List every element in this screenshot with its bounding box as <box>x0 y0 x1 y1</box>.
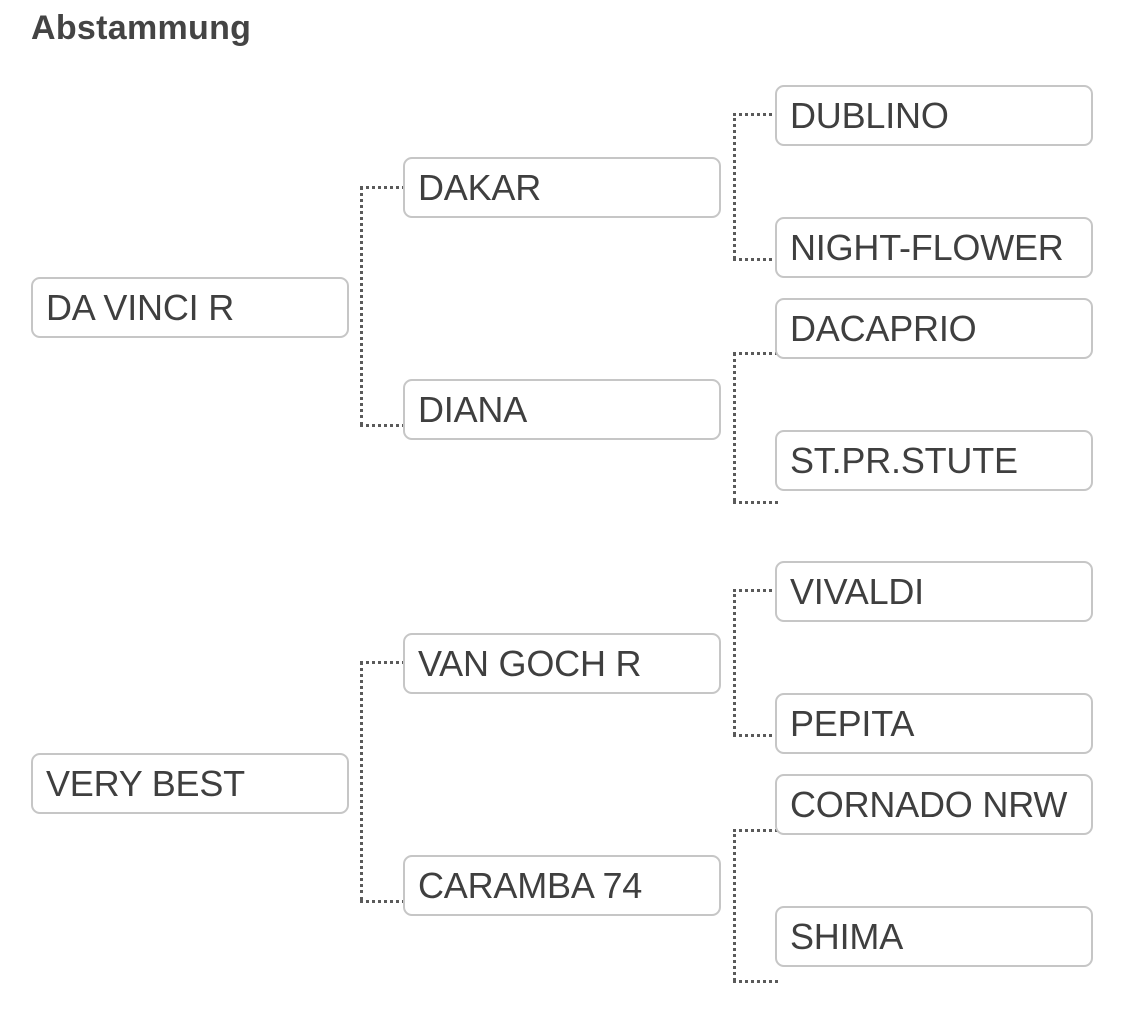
connector-spine-van-goch-r <box>733 589 736 735</box>
connector-stub-dacaprio <box>733 352 778 355</box>
connector-stub-stprstute <box>733 501 778 504</box>
connector-stub-van-goch-r <box>360 661 405 664</box>
node-caramba-74[interactable]: CARAMBA 74 <box>403 855 721 916</box>
node-label: VERY BEST <box>46 762 245 804</box>
node-label: VIVALDI <box>790 570 924 612</box>
connector-stub-cornado-nrw <box>733 829 778 832</box>
node-pepita[interactable]: PEPITA <box>775 693 1093 754</box>
connector-spine-caramba-74 <box>733 829 736 981</box>
node-davinci-r[interactable]: DA VINCI R <box>31 277 349 338</box>
connector-stub-pepita <box>733 734 778 737</box>
node-label: SHIMA <box>790 915 904 957</box>
node-dakar[interactable]: DAKAR <box>403 157 721 218</box>
node-night-flower[interactable]: NIGHT-FLOWER <box>775 217 1093 278</box>
node-very-best[interactable]: VERY BEST <box>31 753 349 814</box>
connector-stub-shima <box>733 980 778 983</box>
node-label: CORNADO NRW <box>790 783 1068 825</box>
connector-spine-dakar <box>733 113 736 259</box>
connector-stub-dublino <box>733 113 778 116</box>
node-vivaldi[interactable]: VIVALDI <box>775 561 1093 622</box>
node-label: PEPITA <box>790 702 915 744</box>
node-label: DA VINCI R <box>46 286 235 328</box>
connector-spine-davinci <box>360 186 363 426</box>
node-dublino[interactable]: DUBLINO <box>775 85 1093 146</box>
node-label: DAKAR <box>418 166 542 208</box>
connector-stub-caramba-74 <box>360 900 405 903</box>
node-label: VAN GOCH R <box>418 642 642 684</box>
node-label: DACAPRIO <box>790 307 977 349</box>
node-dacaprio[interactable]: DACAPRIO <box>775 298 1093 359</box>
node-cornado-nrw[interactable]: CORNADO NRW <box>775 774 1093 835</box>
node-label: CARAMBA 74 <box>418 864 643 906</box>
connector-stub-dakar <box>360 186 405 189</box>
connector-spine-verybest <box>360 661 363 901</box>
node-label: NIGHT-FLOWER <box>790 226 1064 268</box>
node-stprstute[interactable]: ST.PR.STUTE <box>775 430 1093 491</box>
node-shima[interactable]: SHIMA <box>775 906 1093 967</box>
node-van-goch-r[interactable]: VAN GOCH R <box>403 633 721 694</box>
connector-stub-vivaldi <box>733 589 778 592</box>
connector-stub-diana <box>360 424 405 427</box>
connector-stub-night-flower <box>733 258 778 261</box>
node-label: ST.PR.STUTE <box>790 439 1018 481</box>
connector-spine-diana <box>733 352 736 502</box>
node-label: DUBLINO <box>790 94 949 136</box>
node-label: DIANA <box>418 388 528 430</box>
node-diana[interactable]: DIANA <box>403 379 721 440</box>
page-title: Abstammung <box>31 9 252 47</box>
